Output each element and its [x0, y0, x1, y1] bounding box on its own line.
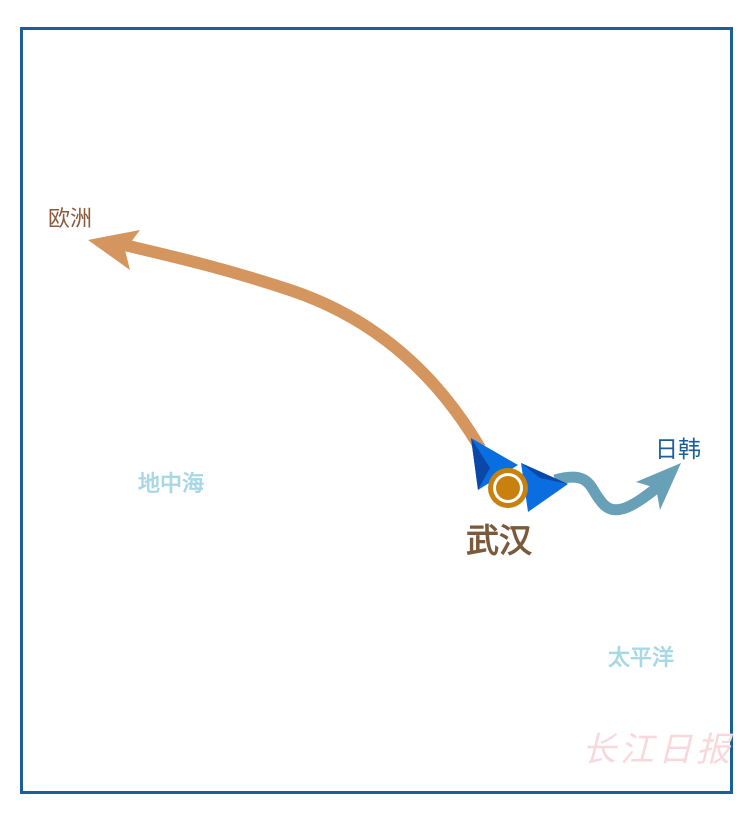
label-pacific: 太平洋 [608, 646, 675, 671]
label-japan-korea: 日韩 [655, 437, 701, 463]
japan-korea-route-arrow [553, 471, 664, 516]
triangle-marker-right-shade [521, 463, 568, 484]
label-mediterranean: 地中海 [138, 472, 205, 497]
map-frame [20, 27, 733, 794]
label-wuhan: 武汉 [466, 521, 532, 560]
triangle-marker-right [521, 463, 568, 512]
europe-route-arrow [118, 238, 486, 452]
label-europe: 欧洲 [48, 207, 93, 232]
europe-arrowhead [88, 230, 140, 270]
wuhan-marker-dot [496, 476, 520, 500]
triangle-marker-left-shade [471, 438, 490, 490]
watermark-logo: 长江日报 [582, 730, 734, 770]
japan-korea-arrowhead [636, 463, 681, 510]
